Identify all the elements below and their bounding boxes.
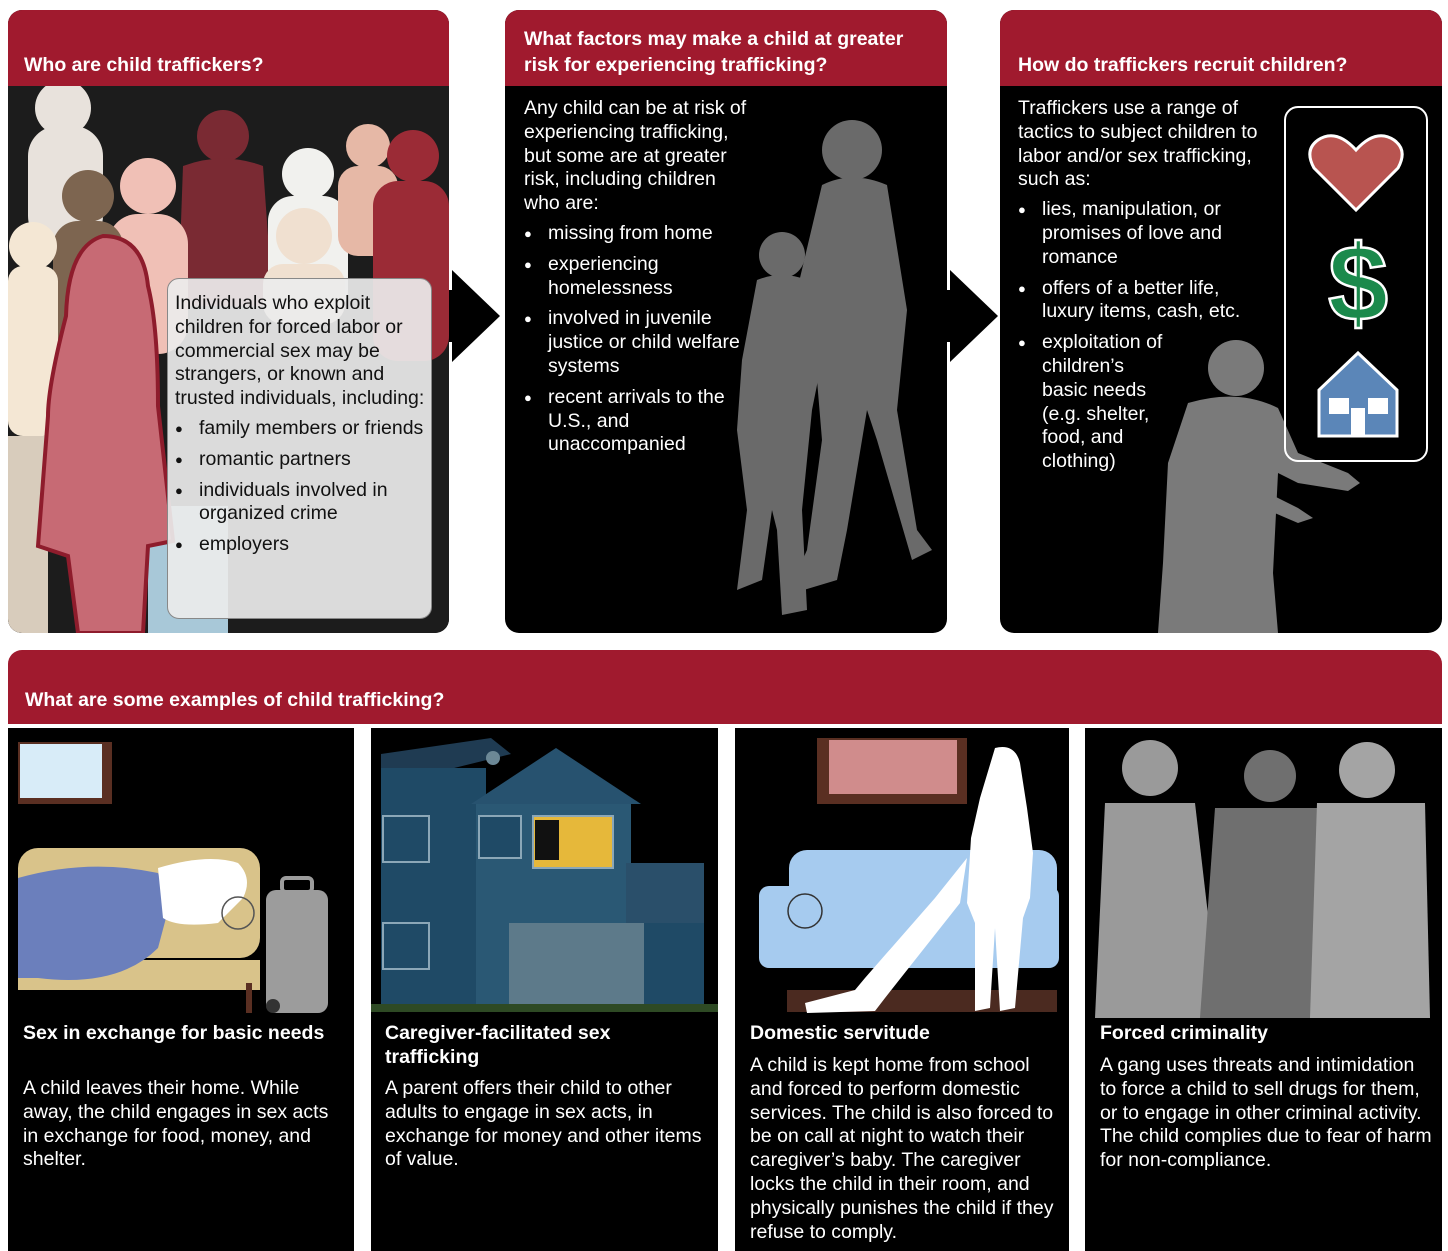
recruit-intro: Traffickers use a range of tactics to su…: [1018, 97, 1258, 191]
list-item: offers of a better life, luxury items, c…: [1018, 277, 1258, 325]
recruiter-silhouette: [1158, 340, 1360, 633]
example-card-basic-needs: Sex in exchange for basic needs A child …: [8, 728, 354, 1251]
list-item: individuals involved in organized crime: [175, 479, 430, 527]
card-title: Caregiver-facilitated sex trafficking: [385, 1022, 611, 1068]
card-title: Forced criminality: [1100, 1022, 1268, 1044]
card-title: Domestic servitude: [750, 1022, 930, 1044]
adult-child-silhouette: [737, 120, 932, 615]
svg-text:$: $: [1328, 226, 1388, 336]
example-card-domestic: Domestic servitude A child is kept home …: [735, 728, 1069, 1251]
gang-silhouettes-illustration: [1095, 740, 1430, 1018]
panel-who-are-traffickers: Who are child traffickers? Individuals w…: [8, 10, 449, 633]
list-item: experiencing homelessness: [524, 253, 749, 301]
list-item: exploitation of children’s basic needs (…: [1018, 331, 1172, 474]
heart-icon: [1308, 134, 1404, 212]
highlighted-woman: [35, 233, 176, 633]
house-at-night-illustration: [371, 728, 718, 1018]
vacuuming-child-illustration: [759, 738, 1059, 1013]
flow-arrow-icon: [452, 270, 500, 362]
factors-text: Any child can be at risk of experiencing…: [524, 97, 749, 464]
examples-header: [8, 650, 1442, 724]
who-list: family members or friends romantic partn…: [175, 417, 430, 557]
dollar-icon: $: [1327, 226, 1390, 336]
list-item: employers: [175, 533, 430, 557]
card-title: Sex in exchange for basic needs: [23, 1022, 325, 1044]
list-item: romantic partners: [175, 448, 430, 472]
card-description: A child leaves their home. While away, t…: [23, 1077, 329, 1171]
panel-heading: What factors may make a child at greater…: [505, 10, 947, 86]
who-text: Individuals who exploit children for for…: [175, 292, 430, 564]
flow-arrow-icon: [950, 270, 998, 362]
factors-intro: Any child can be at risk of experiencing…: [524, 97, 747, 215]
panel-recruitment: How do traffickers recruit children? $ T…: [1000, 10, 1442, 633]
house-icon: [1317, 350, 1399, 438]
recruit-list: lies, manipulation, or promises of love …: [1018, 198, 1258, 474]
panel-heading: How do traffickers recruit children?: [1000, 10, 1442, 86]
who-intro: Individuals who exploit children for for…: [175, 292, 425, 410]
example-card-criminality: Forced criminality A gang uses threats a…: [1085, 728, 1442, 1251]
panel-risk-factors: What factors may make a child at greater…: [505, 10, 947, 633]
list-item: involved in juvenile justice or child we…: [524, 307, 749, 378]
list-item: lies, manipulation, or promises of love …: [1018, 198, 1258, 269]
crowd-person: [8, 222, 58, 436]
example-card-caregiver: Caregiver-facilitated sex trafficking A …: [371, 728, 718, 1251]
panel-heading: Who are child traffickers?: [8, 10, 449, 86]
card-description: A parent offers their child to other adu…: [385, 1077, 702, 1171]
card-description: A gang uses threats and intimidation to …: [1100, 1054, 1432, 1172]
sleeping-child-illustration: [18, 742, 328, 1013]
factors-list: missing from home experiencing homelessn…: [524, 222, 749, 457]
card-description: A child is kept home from school and for…: [750, 1054, 1054, 1243]
list-item: missing from home: [524, 222, 749, 246]
recruit-text: Traffickers use a range of tactics to su…: [1018, 97, 1280, 481]
icon-box: $: [1284, 106, 1428, 462]
list-item: family members or friends: [175, 417, 430, 441]
crowd-person: [178, 110, 273, 306]
list-item: recent arrivals to the U.S., and unaccom…: [524, 386, 749, 457]
examples-heading: What are some examples of child traffick…: [25, 689, 445, 711]
